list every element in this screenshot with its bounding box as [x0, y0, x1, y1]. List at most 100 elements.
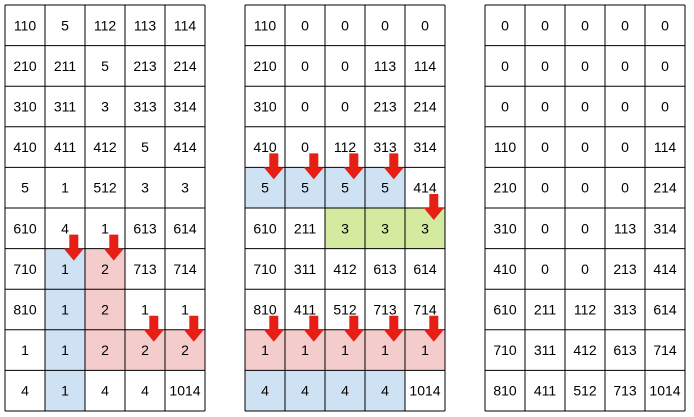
highlight-cell-blue: [245, 167, 285, 208]
cell-value: 4: [301, 383, 309, 399]
cell-value: 310: [493, 220, 517, 236]
cell-value: 211: [534, 302, 557, 318]
cell-value: 210: [253, 58, 277, 74]
cell-value: 310: [253, 99, 277, 115]
cell-value: 714: [653, 342, 677, 358]
down-arrow-icon: [63, 234, 84, 261]
cell-value: 112: [334, 139, 357, 155]
cell-value: 0: [541, 58, 549, 74]
highlight-cell-red: [85, 289, 125, 330]
cell-value: 0: [581, 139, 589, 155]
cell-value: 114: [654, 139, 677, 155]
highlight-cell-red: [285, 329, 325, 371]
cell-value: 211: [294, 220, 317, 236]
down-arrow-icon: [343, 153, 364, 180]
cell-value: 0: [541, 220, 549, 236]
cell-value: 0: [661, 58, 669, 74]
cell-value: 412: [573, 342, 597, 358]
cell-value: 210: [493, 180, 517, 196]
cell-value: 5: [141, 139, 149, 155]
cell-value: 110: [494, 139, 517, 155]
cell-value: 710: [253, 261, 277, 277]
highlight-cell-red: [405, 329, 445, 371]
cell-value: 1: [61, 302, 69, 318]
cell-value: 112: [94, 17, 117, 33]
cell-value: 614: [413, 261, 437, 277]
cell-value: 313: [613, 302, 637, 318]
cell-value: 5: [261, 180, 269, 196]
cell-value: 410: [13, 139, 37, 155]
cell-value: 0: [621, 180, 629, 196]
cell-value: 714: [413, 302, 437, 318]
highlight-cell-blue: [325, 167, 365, 208]
cell-value: 713: [133, 261, 157, 277]
cell-value: 0: [581, 17, 589, 33]
cell-value: 414: [653, 261, 677, 277]
cell-value: 213: [133, 58, 157, 74]
cell-value: 412: [333, 261, 357, 277]
cell-value: 113: [134, 17, 157, 33]
cell-value: 714: [173, 261, 197, 277]
cell-value: 5: [61, 17, 69, 33]
down-arrow-icon: [263, 153, 284, 180]
cell-value: 0: [301, 17, 309, 33]
cell-value: 114: [174, 17, 197, 33]
cell-value: 211: [54, 58, 77, 74]
cell-value: 2: [101, 261, 109, 277]
cell-value: 1: [341, 342, 349, 358]
cell-value: 2: [181, 342, 189, 358]
cell-value: 4: [261, 383, 269, 399]
highlight-cell-blue: [45, 329, 85, 371]
cell-value: 810: [13, 302, 37, 318]
cell-value: 411: [534, 383, 557, 399]
cell-value: 0: [621, 99, 629, 115]
highlight-cell-red: [125, 329, 165, 371]
cell-value: 311: [54, 99, 77, 115]
highlight-cell-red: [165, 329, 205, 371]
highlight-cell-green: [405, 208, 445, 249]
cell-value: 613: [613, 342, 637, 358]
cell-value: 114: [414, 58, 437, 74]
cell-value: 113: [614, 220, 637, 236]
cell-value: 1: [141, 302, 149, 318]
down-arrow-icon: [303, 153, 324, 180]
down-arrow-icon: [343, 315, 364, 342]
down-arrow-icon: [103, 234, 124, 261]
cell-value: 0: [581, 99, 589, 115]
cell-value: 5: [21, 180, 29, 196]
cell-value: 214: [173, 58, 197, 74]
cell-value: 710: [493, 342, 517, 358]
cell-value: 0: [301, 139, 309, 155]
cell-value: 214: [653, 180, 677, 196]
highlight-cell-blue: [365, 370, 405, 411]
cell-value: 314: [413, 139, 437, 155]
cell-value: 3: [421, 220, 429, 236]
cell-value: 512: [93, 180, 117, 196]
cell-value: 3: [101, 99, 109, 115]
cell-value: 412: [93, 139, 117, 155]
cell-value: 414: [413, 180, 437, 196]
cell-value: 613: [133, 220, 157, 236]
cell-value: 1: [21, 342, 29, 358]
cell-value: 314: [173, 99, 197, 115]
cell-value: 1: [261, 342, 269, 358]
cell-value: 0: [341, 17, 349, 33]
cell-value: 4: [341, 383, 349, 399]
cell-value: 0: [581, 180, 589, 196]
cell-value: 512: [573, 383, 597, 399]
cell-value: 411: [54, 139, 77, 155]
cell-value: 0: [541, 261, 549, 277]
cell-value: 1: [101, 220, 109, 236]
cell-value: 1: [181, 302, 189, 318]
highlight-cell-blue: [45, 289, 85, 330]
cell-value: 0: [421, 17, 429, 33]
down-arrow-icon: [143, 315, 164, 342]
cell-value: 5: [301, 180, 309, 196]
cell-value: 311: [534, 342, 557, 358]
cell-value: 5: [381, 180, 389, 196]
cell-value: 411: [294, 302, 317, 318]
cell-value: 210: [13, 58, 37, 74]
cell-value: 1014: [649, 383, 680, 399]
